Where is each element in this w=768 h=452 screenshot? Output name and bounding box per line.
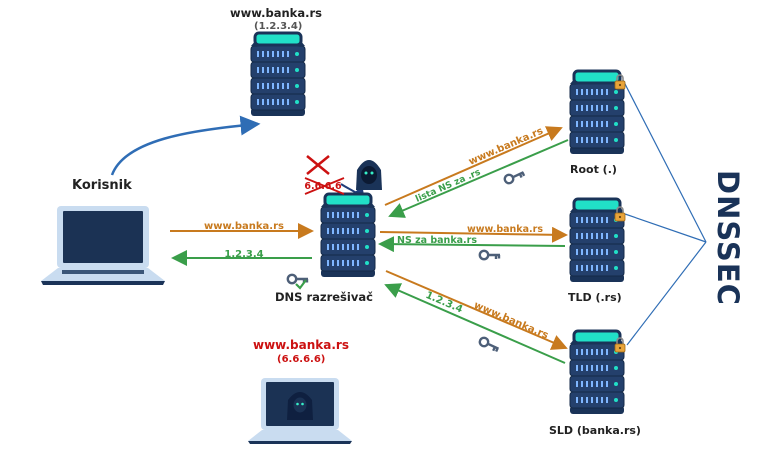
tld-answer-label: NS za banka.rs [397, 235, 477, 246]
root-query-arrow [384, 126, 563, 206]
dnssec-bracket [622, 79, 707, 346]
root-query-label: www.banka.rs [467, 126, 545, 168]
tld-query-arrow [379, 226, 568, 243]
root-label: Root (.) [570, 163, 617, 176]
resolver-answer-label: 1.2.3.4 [224, 249, 263, 260]
attacker-ip: (6.6.6.6) [277, 354, 326, 365]
sld-server-icon [568, 329, 626, 416]
sld-query-label: www.banka.rs [472, 300, 550, 342]
web-server-icon [249, 31, 307, 118]
web-server-ip: (1.2.3.4) [254, 21, 303, 32]
sld-key-icon [477, 335, 502, 354]
root-answer-label: lista NS za .rs [414, 168, 482, 205]
resolver-label: DNS razrešivač [275, 290, 373, 304]
tld-query-label: www.banka.rs [467, 224, 543, 235]
web-server-name: www.banka.rs [230, 6, 322, 20]
resolver-key-icon [286, 273, 310, 290]
blocked-cross-icon [306, 155, 330, 175]
root-key-icon [502, 167, 527, 186]
sld-query-arrow [385, 270, 568, 350]
user-label: Korisnik [72, 178, 132, 193]
tld-key-icon [478, 249, 502, 261]
dnssec-label: DNSSEC [711, 170, 745, 306]
resolver-server-icon [319, 192, 377, 279]
attacker-figure-icon [356, 160, 382, 190]
user-to-web-arrow [110, 115, 261, 176]
tld-label: TLD (.rs) [568, 291, 622, 304]
root-answer-arrow [388, 139, 569, 218]
spoof-ip-label: 6.6.6.6 [304, 181, 342, 192]
attacker-name: www.banka.rs [253, 338, 349, 352]
tld-server-icon [568, 197, 626, 284]
sld-answer-label: 1.2.3.4 [424, 290, 464, 316]
user-query-label: www.banka.rs [204, 221, 284, 232]
sld-answer-arrow [384, 283, 566, 364]
tld-answer-arrow [378, 236, 566, 253]
attacker-laptop-icon [248, 378, 352, 444]
sld-label: SLD (banka.rs) [549, 424, 641, 437]
user-laptop-icon [41, 206, 165, 285]
ip-strike-icon [304, 177, 345, 195]
